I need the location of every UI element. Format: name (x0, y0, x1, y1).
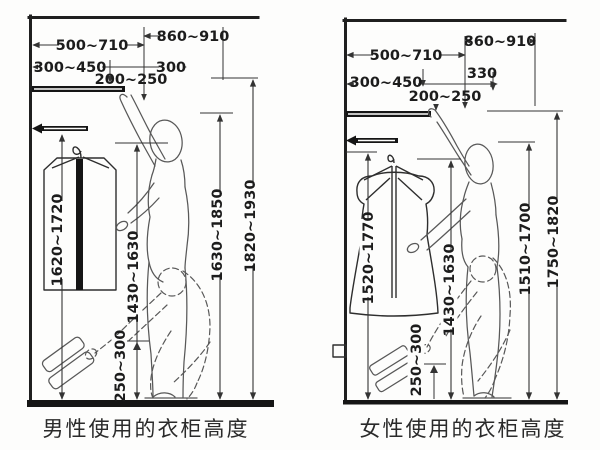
hanging-rod-right (346, 111, 431, 117)
dim-label-reach-height: 1750~1820 (546, 196, 562, 289)
arrow-up-icon (430, 365, 438, 373)
hanger-hook-icon (72, 146, 82, 159)
dim-label-base-height: 250~300 (113, 330, 129, 403)
dim-label-shelf-span: 300~450 (350, 75, 423, 91)
floor-line-left (27, 400, 274, 407)
garment-bag (43, 146, 117, 291)
boots-sketch (41, 336, 95, 390)
floor-line-right (343, 400, 568, 405)
hanging-rod-left (32, 86, 125, 92)
dim-label-mid-height: 1430~1630 (442, 244, 458, 337)
caption-female: 女性使用的衣柜高度 (360, 417, 567, 441)
caption-male: 男性使用的衣柜高度 (43, 417, 250, 441)
dim-label-gap-span: 300 (156, 60, 186, 76)
garment-bag-stripe (76, 159, 83, 290)
dim-label-hang-height: 1520~1770 (361, 212, 377, 305)
dim-label-eye-height: 1630~1850 (210, 189, 226, 282)
dim-label-top-span: 500~710 (56, 38, 129, 54)
dim-label-rod-clearance: 200~250 (409, 89, 482, 105)
female-wardrobe-panel: 500~710 860~910 300~450 330 200~250 1520… (332, 17, 568, 441)
dim-label-gap-span: 330 (467, 66, 497, 82)
dim-label-upper-right-span: 860~910 (464, 34, 537, 50)
dim-label-shelf-span: 300~450 (34, 60, 107, 76)
hanger-hook-icon (387, 154, 395, 164)
crouching-figure-female (419, 255, 511, 399)
small-box-sketch (332, 344, 347, 358)
dress-icon (349, 154, 439, 317)
dim-label-hang-height: 1620~1720 (50, 194, 66, 287)
standing-figure-female (406, 108, 512, 399)
hanger-icon (363, 165, 424, 181)
dim-label-mid-height: 1430~1630 (126, 231, 142, 324)
male-wardrobe-panel: 500~710 860~910 300~450 300 200~250 1620… (27, 14, 274, 441)
dim-label-base-height: 250~300 (409, 324, 425, 397)
shelf-rod-left (32, 123, 88, 134)
dim-label-upper-right-span: 860~910 (157, 29, 230, 45)
dim-label-top-span: 500~710 (370, 48, 443, 64)
dim-label-reach-height: 1820~1930 (243, 180, 259, 273)
standing-figure-male (115, 93, 198, 399)
arrow-up-icon (133, 342, 141, 350)
shelf-rod-right (346, 135, 398, 146)
dim-label-eye-height: 1510~1700 (518, 203, 534, 296)
hanger-icon (51, 156, 110, 169)
dim-label-rod-clearance: 200~250 (95, 72, 168, 88)
